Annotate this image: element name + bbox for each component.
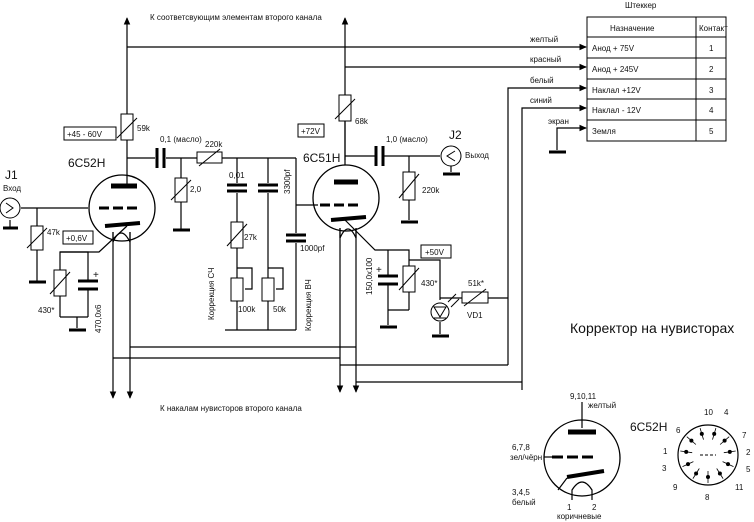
c470-label: 470,0х6 <box>94 304 103 333</box>
pin-h2-label: 2 <box>592 503 597 512</box>
wire-screen-label: экран <box>548 117 569 126</box>
bottom-note: К накалам нувисторов второго канала <box>160 404 302 413</box>
wire-blue-label: синий <box>530 96 552 105</box>
j2-sub-label: Выход <box>465 151 489 160</box>
r430-2-label: 430* <box>421 279 437 288</box>
wire-yellow-label: желтый <box>530 35 558 44</box>
r220k-2-label: 220k <box>422 186 440 195</box>
corr-lf-label: Коррекция СЧ <box>207 268 216 320</box>
pin-bot-color: белый <box>512 498 536 507</box>
r50k-label: 50k <box>273 305 287 314</box>
pin-top-label: 9,10,11 <box>570 392 597 401</box>
plug-title: Штеккер <box>625 1 657 10</box>
socket-pin-2: 2 <box>746 448 751 457</box>
svg-text:+: + <box>93 270 99 281</box>
socket-pin-11: 11 <box>735 483 744 492</box>
socket-pin-tick <box>682 461 694 467</box>
plug-row-1-name: Анод + 75V <box>592 44 635 53</box>
wires <box>3 17 587 399</box>
j1-label: J1 <box>5 168 18 182</box>
plug-row-5-name: Земля <box>592 127 616 136</box>
socket-pin-9: 9 <box>673 483 678 492</box>
socket-pinout-icon <box>677 424 739 486</box>
volt-k2-label: +50V <box>425 248 445 257</box>
pin-mid-label: 6,7,8 <box>512 443 530 452</box>
socket-pin-7: 7 <box>742 431 747 440</box>
wire-red-label: красный <box>530 55 561 64</box>
socket-pin-4: 4 <box>724 408 729 417</box>
c01m-label: 0,1 (масло) <box>160 135 202 144</box>
volt-a1-label: +45 - 60V <box>67 130 103 139</box>
wire-white-label: белый <box>530 76 554 85</box>
socket-pin-8: 8 <box>705 493 710 502</box>
corr-hf-label: Коррекция ВЧ <box>304 279 313 331</box>
plug-row-4-pin: 4 <box>709 106 714 115</box>
j2-label: J2 <box>449 128 462 142</box>
pinout-tube-label: 6С52Н <box>630 420 667 434</box>
socket-pin-tick <box>680 450 693 454</box>
pinout-labels: 9,10,11 желтый 6,7,8 зел/чёрн 3,4,5 белы… <box>510 392 616 521</box>
diagram-title: Корректор на нувисторах <box>570 320 734 336</box>
r51k-label: 51k* <box>468 279 484 288</box>
plug-row-1-pin: 1 <box>709 44 714 53</box>
j2-connector-icon <box>440 145 462 167</box>
socket-pin-tick <box>692 468 700 479</box>
socket-pin-tick <box>722 461 734 467</box>
socket-pin-1: 1 <box>663 447 668 456</box>
tube-v1-icon <box>88 174 156 243</box>
r27k-label: 27k <box>244 233 258 242</box>
socket-pin-tick <box>712 427 717 440</box>
labels: К соответсвующим элементам второго канал… <box>3 1 734 413</box>
pin-bot-label: 3,4,5 <box>512 488 530 497</box>
r47k-label: 47k <box>47 228 61 237</box>
pinout-tube-icon <box>543 402 621 500</box>
plug-row-3-pin: 3 <box>709 86 714 95</box>
plug-table: Назначение Контакт Анод + 75V 1 Анод + 2… <box>586 16 728 142</box>
top-note: К соответсвующим элементам второго канал… <box>150 13 322 22</box>
socket-pin-10: 10 <box>704 408 713 417</box>
pin-top-color: желтый <box>588 401 616 410</box>
plug-row-4-name: Наклал - 12V <box>592 106 642 115</box>
j1-sub-label: Вход <box>3 184 21 193</box>
r2-label: 2,0 <box>190 185 202 194</box>
c1000-label: 1000pf <box>300 244 325 253</box>
c001-label: 0,01 <box>229 171 245 180</box>
socket-pin-6: 6 <box>676 426 681 435</box>
pin-h1-label: 1 <box>567 503 572 512</box>
socket-pin-tick <box>719 436 730 445</box>
r220k-1-label: 220k <box>205 140 223 149</box>
c150-label: 150,0х100 <box>365 257 374 295</box>
pin-mid-color: зел/чёрн <box>510 453 542 462</box>
plug-row-2-name: Анод + 245V <box>592 65 639 74</box>
vd1-label: VD1 <box>467 311 483 320</box>
v1-label: 6С52Н <box>68 156 105 170</box>
plug-header-purpose: Назначение <box>610 24 655 33</box>
socket-pin-tick <box>686 436 697 445</box>
c10m-label: 1,0 (масло) <box>386 135 428 144</box>
socket-pin-5: 5 <box>746 465 751 474</box>
components: + + <box>0 94 489 322</box>
j1-connector-icon <box>0 197 21 219</box>
volt-g1-label: +0,6V <box>66 234 88 243</box>
c3300-label: 3300pf <box>283 169 292 194</box>
plug-row-5-pin: 5 <box>709 127 714 136</box>
socket-pin-tick <box>699 427 704 440</box>
socket-pin-tick <box>716 468 724 479</box>
plug-header-contact: Контакт <box>699 24 728 33</box>
r59k-label: 59k <box>137 124 151 133</box>
plug-row-2-pin: 2 <box>709 65 714 74</box>
r68k-label: 68k <box>355 117 369 126</box>
r100k-label: 100k <box>238 305 256 314</box>
plug-row-3-name: Наклал +12V <box>592 86 641 95</box>
svg-text:+: + <box>376 265 382 276</box>
socket-pin-labels: 10 4 6 7 1 2 3 5 9 11 8 <box>662 408 751 502</box>
volt-a2-label: +72V <box>301 127 321 136</box>
pin-heater-color: коричневые <box>557 512 602 521</box>
socket-pin-tick <box>723 450 736 454</box>
tube-v2-icon <box>312 164 380 239</box>
v2-label: 6С51Н <box>303 151 340 165</box>
socket-pin-3: 3 <box>662 464 667 473</box>
r430-1-label: 430* <box>38 306 54 315</box>
